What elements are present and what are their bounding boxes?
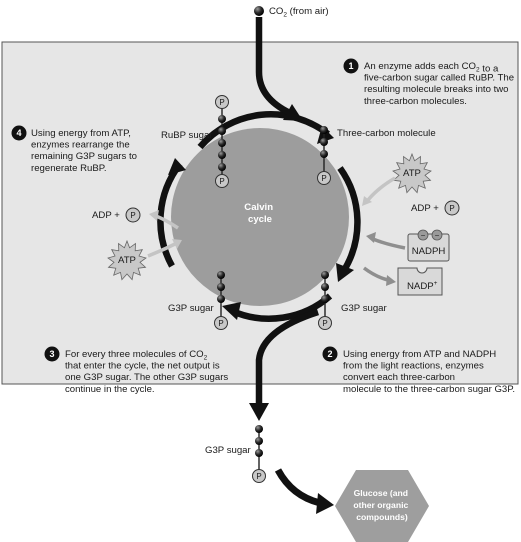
output-arrowhead (249, 403, 269, 421)
step-3-badge (44, 346, 60, 362)
step-text-line: For every three molecules of CO2 (65, 349, 208, 362)
arc-top (197, 111, 330, 150)
calvin-cycle-label: Calvin cycle (244, 202, 275, 225)
step-3-number: 3 (49, 349, 54, 359)
svg-text:P: P (322, 319, 327, 328)
step-text-line: from the light reactions, enzymes (343, 361, 484, 372)
svg-text:P: P (219, 177, 224, 186)
nadp-arrowhead (386, 275, 396, 286)
atp-left-arrow (147, 242, 176, 258)
nadph-box (407, 233, 450, 262)
glucose-label: Glucose (and other organic compounds) (353, 488, 410, 522)
svg-text:P: P (449, 204, 454, 213)
svg-text:P: P (256, 472, 261, 481)
svg-text:P: P (321, 174, 326, 183)
step-text-line: Using energy from ATP and NADPH (343, 349, 496, 360)
nadp-arrow (362, 266, 389, 282)
arc-bottom (230, 293, 333, 322)
step-2-number: 2 (327, 349, 332, 359)
cycle-arrows (157, 111, 361, 322)
step-text-line: that enter the cycle, the net output is (65, 361, 220, 372)
nadph-label: NADPH (412, 246, 446, 257)
three-carbon-molecule: P (317, 126, 331, 185)
nadph-arrowhead (366, 232, 376, 243)
atp-to-adp-right-arrowhead (362, 196, 372, 206)
adp-left-phosphate (125, 207, 141, 223)
adp-left-label: ADP + (92, 210, 120, 221)
svg-text:−: − (421, 231, 426, 240)
atp-to-adp-right-arrow (366, 176, 396, 202)
step-2-badge (322, 346, 338, 362)
nadph-charge-2 (431, 229, 443, 241)
step-text-line: continue in the cycle. (65, 384, 155, 395)
glucose-hexagon (335, 470, 429, 542)
adp-right-phosphate (444, 200, 460, 216)
glucose-arrowhead (316, 493, 334, 514)
g3p-sugar-label-output: G3P sugar (205, 445, 251, 456)
g3p-molecule-output: P (252, 425, 266, 483)
svg-text:P: P (219, 98, 224, 107)
svg-text:P: P (218, 319, 223, 328)
g3p-sugar-label-left: G3P sugar (168, 303, 214, 314)
g3p-molecule-left: P (214, 271, 228, 330)
nadph-charge-1 (417, 229, 429, 241)
arrowhead-left (168, 158, 186, 175)
nadph-arrow (372, 237, 406, 250)
three-carbon-label: Three-carbon molecule (337, 128, 436, 139)
step-text-line: resulting molecule breaks into two (364, 84, 509, 95)
atp-right-starburst (392, 152, 432, 194)
step-text-line: three-carbon molecules. (364, 96, 467, 107)
g3p-sugar-label-right: G3P sugar (341, 303, 387, 314)
arc-left (157, 162, 183, 268)
step-text-line: molecule to the three-carbon sugar G3P. (343, 384, 515, 395)
rubp-molecule: P P (215, 95, 229, 188)
g3p-molecule-right: P (318, 271, 332, 330)
step-4-badge (11, 125, 27, 141)
rubp-sugar-label: RuBP sugar (161, 130, 213, 141)
step-text-line: one G3P sugar. The other G3P sugars (65, 372, 228, 383)
co2-label: CO2 (from air) (269, 6, 329, 19)
co2-dot (254, 6, 264, 16)
step-text-line: remaining G3P sugars to (31, 151, 137, 162)
output-arrow-shaft (255, 308, 319, 404)
atp-left-starburst (107, 239, 147, 281)
co2-arrow-shaft (255, 17, 292, 116)
arrowhead-right (336, 263, 354, 282)
calvin-cycle-circle (171, 128, 349, 306)
step-4-text: Using energy from ATP,enzymes rearrange … (31, 128, 137, 174)
cycle-arrowheads (168, 126, 354, 320)
step-text-line: five-carbon sugar called RuBP. The (364, 73, 514, 84)
step-4-number: 4 (16, 128, 21, 138)
atp-left-label: ATP (118, 255, 136, 266)
step-text-line: Using energy from ATP, (31, 128, 131, 139)
adp-left-arrowhead (149, 210, 159, 221)
svg-text:P: P (130, 211, 135, 220)
co2-arrowhead (283, 104, 303, 121)
adp-right-label: ADP + (411, 203, 439, 214)
nadp-label: NADP+ (407, 280, 438, 292)
arc-right (337, 166, 361, 274)
arrowhead-bottom (222, 302, 241, 320)
step-1-badge (343, 58, 359, 74)
atp-right-label: ATP (403, 168, 421, 179)
step-text-line: regenerate RuBP. (31, 163, 107, 174)
atp-left-arrowhead (172, 239, 182, 249)
step-text-line: convert each three-carbon (343, 372, 455, 383)
step-text-line: An enzyme adds each CO2 to a (364, 61, 499, 75)
glucose-arrow-shaft (274, 468, 321, 507)
step-1-number: 1 (348, 61, 353, 71)
step-text-line: enzymes rearrange the (31, 140, 130, 151)
svg-text:−: − (435, 231, 440, 240)
nadp-box (397, 267, 443, 296)
